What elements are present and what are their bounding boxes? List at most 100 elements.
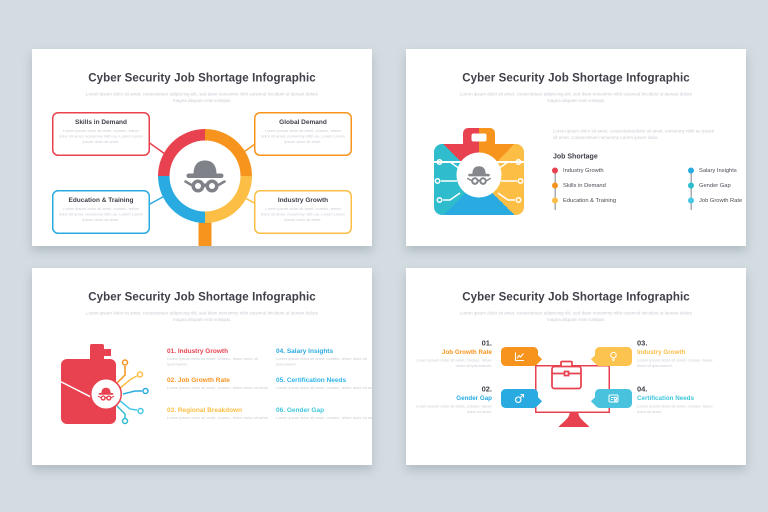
label-job-growth-rate: 01. Job Growth Rate Lorem ipsum dolor si… xyxy=(416,339,492,369)
slide-subtitle: Lorem ipsum dolor sit amet, consectetuer… xyxy=(459,310,693,323)
item-body: Lorem ipsum dolor sit amet, consec- tetu… xyxy=(276,415,379,421)
legend-dot xyxy=(688,167,694,174)
briefcase-icon xyxy=(434,144,524,215)
item-label: Certification Needs xyxy=(637,394,694,402)
item-label: Industry Growth xyxy=(177,347,229,355)
list-item-regional-breakdown: 03. Regional Breakdown Lorem ipsum dolor… xyxy=(167,406,270,421)
callout-label: Global Demand xyxy=(279,118,327,126)
monitor-stand xyxy=(558,412,590,427)
circuit-icon xyxy=(115,359,149,425)
legend-dot xyxy=(552,182,558,189)
legend-dot xyxy=(552,197,558,204)
magnifier-stem xyxy=(198,219,212,246)
legend-label: Education & Training xyxy=(563,197,617,204)
chart-line-icon xyxy=(514,352,524,362)
callout-label: Skills in Demand xyxy=(74,118,128,126)
bubble-certification xyxy=(595,389,632,408)
spy-badge xyxy=(90,378,122,410)
item-number: 04. xyxy=(637,385,648,394)
label-industry-growth: 03. Industry Growth Lorem ipsum dolor si… xyxy=(637,339,713,369)
slide-2[interactable]: Cyber Security Job Shortage Infographic … xyxy=(406,49,746,246)
spy-badge xyxy=(456,152,502,198)
item-body: Lorem ipsum dolor sit amet, consec- tetu… xyxy=(416,358,492,368)
item-body: Lorem ipsum dolor sit amet, consec- tetu… xyxy=(637,358,713,368)
legend-axis xyxy=(690,169,692,210)
bubble-job-growth xyxy=(501,347,538,366)
page-title: Cyber Security Job Shortage Infographic xyxy=(462,290,690,303)
page-title: Cyber Security Job Shortage Infographic xyxy=(88,290,316,303)
list-item-industry-growth: 01. Industry Growth Lorem ipsum dolor si… xyxy=(167,347,270,367)
quadrant-ring xyxy=(158,129,252,223)
lightbulb-icon xyxy=(610,351,617,362)
callout-skills-in-demand: Skills in Demand Lorem ipsum dolor sit a… xyxy=(52,112,150,156)
item-number: 04. xyxy=(276,347,286,355)
item-label: Gender Gap xyxy=(456,394,492,402)
legend-dot xyxy=(688,197,694,204)
item-body: Lorem ipsum dolor sit amet, consec- tetu… xyxy=(167,356,258,367)
spy-icon xyxy=(184,160,226,193)
item-number: 03. xyxy=(637,339,648,348)
legend-column-1: Industry Growth Skills in Demand Educati… xyxy=(552,166,678,214)
briefcase-handle-step xyxy=(104,349,111,356)
male-icon xyxy=(514,393,525,404)
callout-label: Industry Growth xyxy=(277,196,329,204)
slide-4[interactable]: Cyber Security Job Shortage Infographic … xyxy=(406,268,746,465)
list-item-salary-insights: 04. Salary Insights Lorem ipsum dolor si… xyxy=(276,347,379,367)
item-label: Salary Insights xyxy=(286,347,334,355)
spy-icon xyxy=(97,387,115,401)
list-item-certification-needs: 05. Certification Needs Lorem ipsum dolo… xyxy=(276,376,379,391)
item-label: Job Growth Rate xyxy=(441,348,492,356)
item-number: 02. xyxy=(167,376,177,384)
intro-text: Lorem ipsum dolor sit amet, consectetuer… xyxy=(553,128,715,141)
item-number: 01. xyxy=(167,347,177,355)
item-label: Industry Growth xyxy=(637,348,686,356)
label-certification-needs: 04. Certification Needs Lorem ipsum dolo… xyxy=(637,385,713,415)
legend-label: Salary Insights xyxy=(699,167,737,174)
legend-title: Job Shortage xyxy=(553,152,598,160)
slide-1[interactable]: Cyber Security Job Shortage Infographic … xyxy=(32,49,372,246)
circuit-icon xyxy=(434,159,524,203)
item-body: Lorem ipsum dolor sit amet, consec- tetu… xyxy=(416,404,492,414)
callout-body: Lorem ipsum dolor sit amet, consec- tetu… xyxy=(58,206,144,223)
spy-icon xyxy=(466,166,492,185)
page-title: Cyber Security Job Shortage Infographic xyxy=(88,71,316,84)
legend-dot xyxy=(688,182,694,189)
briefcase-handle xyxy=(463,128,495,149)
item-body: Lorem ipsum dolor sit amet, consec- tetu… xyxy=(167,415,270,421)
item-label: Job Growth Rate xyxy=(177,376,230,384)
callout-body: Lorem ipsum dolor sit amet, consec- tetu… xyxy=(260,206,346,223)
legend-axis xyxy=(554,169,556,210)
legend-column-2: Salary Insights Gender Gap Job Growth Ra… xyxy=(688,166,768,214)
item-number: 02. xyxy=(481,385,492,394)
legend-label: Skills in Demand xyxy=(563,182,606,189)
item-label: Regional Breakdown xyxy=(177,406,243,414)
callout-label: Education & Training xyxy=(68,196,134,204)
label-gender-gap: 02. Gender Gap Lorem ipsum dolor sit ame… xyxy=(416,385,492,415)
slide-3[interactable]: Cyber Security Job Shortage Infographic … xyxy=(32,268,378,465)
callout-body: Lorem ipsum dolor sit amet, consec- tetu… xyxy=(58,128,144,145)
item-body: Lorem ipsum dolor sit amet, consec- tetu… xyxy=(276,385,379,391)
item-label: Gender Gap xyxy=(286,406,325,414)
item-number: 06. xyxy=(276,406,286,414)
callout-body: Lorem ipsum dolor sit amet, consec- tetu… xyxy=(260,128,346,145)
slide-subtitle: Lorem ipsum dolor sit amet, consectetuer… xyxy=(85,310,319,323)
legend-dot xyxy=(552,167,558,174)
legend-label: Gender Gap xyxy=(699,182,731,189)
bubble-industry-growth xyxy=(595,347,632,366)
list-item-gender-gap: 06. Gender Gap Lorem ipsum dolor sit ame… xyxy=(276,406,379,421)
item-number: 01. xyxy=(481,339,492,348)
item-body: Lorem ipsum dolor sit amet, consec- tetu… xyxy=(276,356,367,367)
legend-label: Industry Growth xyxy=(563,167,604,174)
list-item-job-growth-rate: 02. Job Growth Rate Lorem ipsum dolor si… xyxy=(167,376,270,391)
callout-global-demand: Global Demand Lorem ipsum dolor sit amet… xyxy=(254,112,352,156)
item-number: 03. xyxy=(167,406,177,414)
item-number: 05. xyxy=(276,376,286,384)
slide-subtitle: Lorem ipsum dolor sit amet, consectetuer… xyxy=(459,91,693,104)
legend-label: Job Growth Rate xyxy=(699,197,743,204)
callout-industry-growth: Industry Growth Lorem ipsum dolor sit am… xyxy=(254,190,352,234)
bubble-gender-gap xyxy=(501,389,538,408)
slide-subtitle: Lorem ipsum dolor sit amet, consectetuer… xyxy=(85,91,319,104)
item-body: Lorem ipsum dolor sit amet, consec- tetu… xyxy=(167,385,270,391)
item-label: Certification Needs xyxy=(286,376,347,384)
